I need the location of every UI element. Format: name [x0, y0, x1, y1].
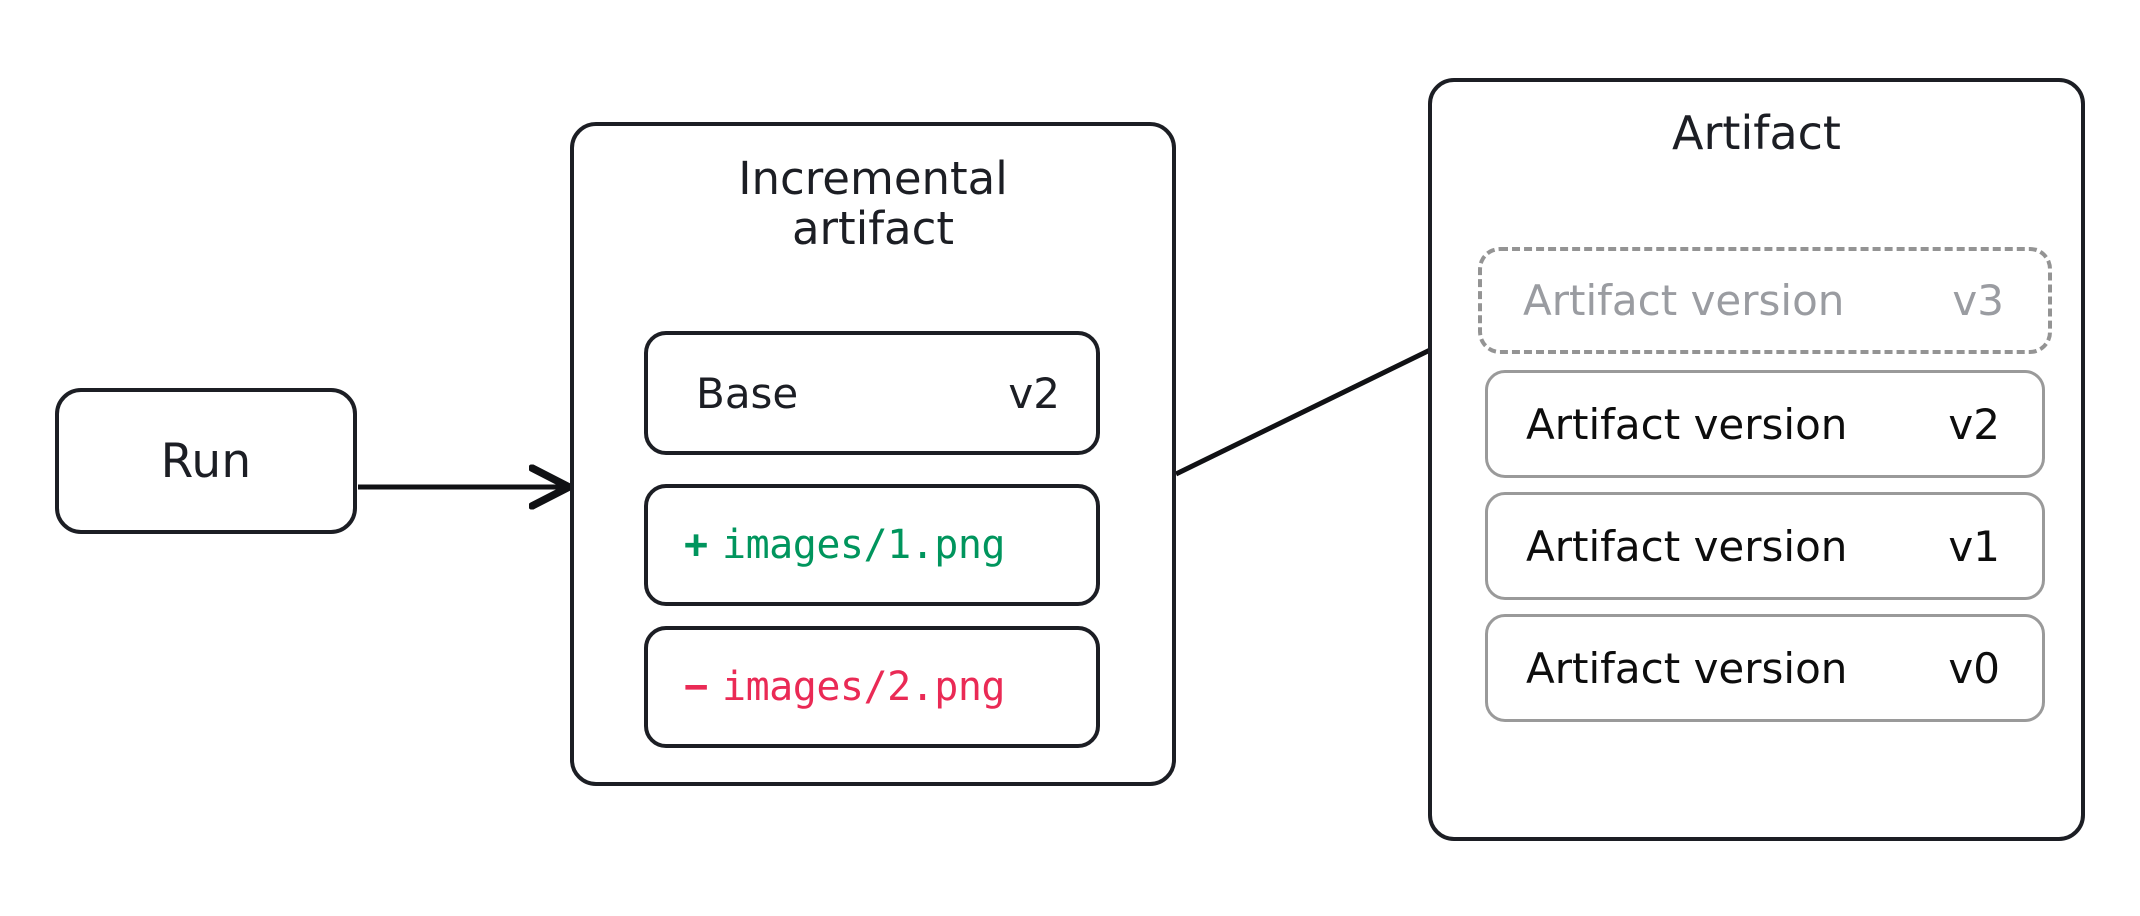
artifact-version-row-v3[interactable]: Artifact version v3	[1478, 247, 2052, 354]
artifact-version-label-v0: Artifact version	[1526, 643, 1848, 693]
artifact-version-label-v3: Artifact version	[1523, 276, 1845, 325]
base-row-label: Base	[696, 368, 799, 418]
plus-icon: +	[684, 522, 708, 568]
artifact-version-label-v2: Artifact version	[1526, 399, 1848, 449]
base-row[interactable]: Base v2	[644, 331, 1100, 455]
artifact-title: Artifact	[1672, 106, 1841, 160]
run-node[interactable]: Run	[55, 388, 357, 534]
artifact-version-label-v1: Artifact version	[1526, 521, 1848, 571]
artifact-version-value-v3: v3	[1952, 276, 2004, 325]
incremental-artifact-node[interactable]: Incremental artifact Base v2 + images/1.…	[570, 122, 1176, 786]
artifact-node[interactable]: Artifact Artifact version v3 Artifact ve…	[1428, 78, 2085, 841]
incremental-artifact-title: Incremental artifact	[738, 152, 1008, 256]
artifact-version-row-v1[interactable]: Artifact version v1	[1485, 492, 2045, 600]
artifact-version-value-v1: v1	[1948, 521, 2000, 571]
change-row-added[interactable]: + images/1.png	[644, 484, 1100, 606]
change-row-added-path: images/1.png	[722, 522, 1005, 568]
base-row-version: v2	[1008, 368, 1060, 418]
change-row-deleted[interactable]: − images/2.png	[644, 626, 1100, 748]
artifact-version-value-v2: v2	[1948, 399, 2000, 449]
minus-icon: −	[684, 664, 708, 710]
arrow-incremental-to-artifact	[1174, 330, 1471, 477]
artifact-version-row-v0[interactable]: Artifact version v0	[1485, 614, 2045, 722]
artifact-version-row-v2[interactable]: Artifact version v2	[1485, 370, 2045, 478]
run-node-label: Run	[160, 433, 252, 489]
change-row-deleted-path: images/2.png	[722, 664, 1005, 710]
artifact-version-value-v0: v0	[1948, 643, 2000, 693]
